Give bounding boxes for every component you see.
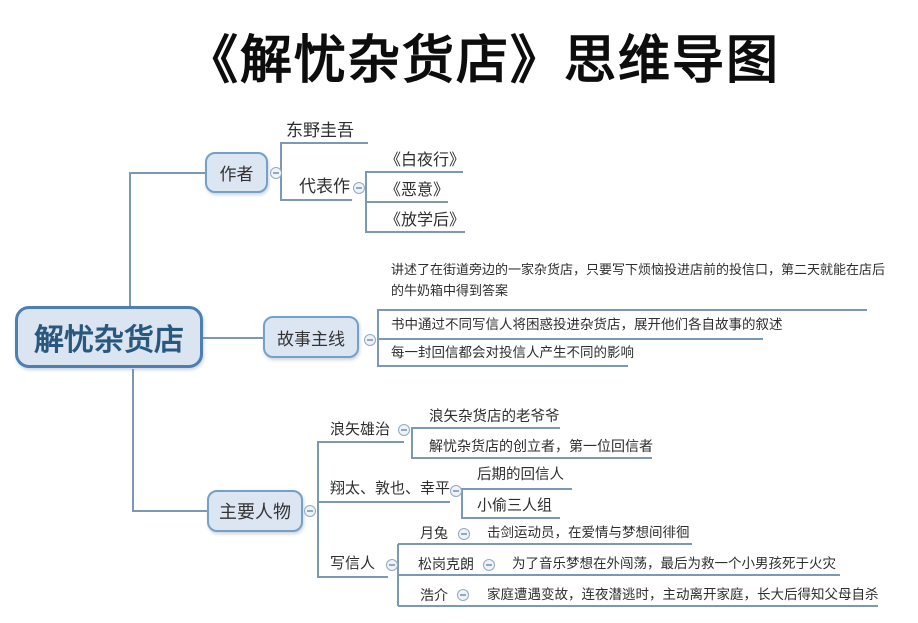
node-storyline-label: 故事主线 xyxy=(277,329,345,349)
node-storyline[interactable]: 故事主线 xyxy=(263,316,359,358)
node-work-3[interactable]: 《放学后》 xyxy=(385,212,466,229)
node-trio-point-2[interactable]: 小偷三人组 xyxy=(477,497,553,514)
node-storyline-point-1[interactable]: 讲述了在街道旁边的一家杂货店，只要写下烦恼投进店前的投信口，第二天就能在店后的牛… xyxy=(391,262,886,299)
collapse-icon-writer-3[interactable] xyxy=(457,589,469,601)
node-root-label: 解忧杂货店 xyxy=(34,324,184,357)
connector-trio-children xyxy=(461,488,572,519)
node-work-1[interactable]: 《白夜行》 xyxy=(385,152,466,169)
node-trio-name[interactable]: 翔太、敦也、幸平 xyxy=(330,480,451,497)
collapse-icon-storyline[interactable] xyxy=(364,334,376,346)
node-root[interactable]: 解忧杂货店 xyxy=(15,306,203,368)
collapse-icon-writers[interactable] xyxy=(386,559,398,571)
collapse-icon-namiya[interactable] xyxy=(398,424,410,436)
collapse-icon-trio[interactable] xyxy=(450,485,462,497)
node-writer-1-name[interactable]: 月兔 xyxy=(420,525,448,541)
node-writer-3-desc[interactable]: 家庭遭遇变故，连夜潜逃时，主动离开家庭，长大后得知父母自杀 xyxy=(487,587,879,602)
connector-root-author xyxy=(129,172,205,307)
connector-characters-spine xyxy=(317,441,404,578)
node-characters-label: 主要人物 xyxy=(219,502,291,522)
node-work-2[interactable]: 《恶意》 xyxy=(385,182,450,199)
collapse-icon-writer-1[interactable] xyxy=(458,528,470,540)
node-namiya-point-1[interactable]: 浪矢杂货店的老爷爷 xyxy=(429,409,560,425)
collapse-icon-characters[interactable] xyxy=(304,505,316,517)
collapse-icon-writer-2[interactable] xyxy=(483,559,495,571)
node-works-label[interactable]: 代表作 xyxy=(299,177,350,196)
node-writer-2-name[interactable]: 松岗克朗 xyxy=(418,556,474,572)
connector-root-characters xyxy=(132,369,207,512)
node-trio-point-1[interactable]: 后期的回信人 xyxy=(477,467,564,483)
node-storyline-point-2[interactable]: 书中通过不同写信人将困惑投进杂货店，展开他们各自故事的叙述 xyxy=(391,317,783,332)
collapse-icon-author[interactable] xyxy=(270,167,282,179)
connector-namiya-children xyxy=(411,427,652,459)
node-author-name[interactable]: 东野圭吾 xyxy=(286,121,354,140)
node-author-label: 作者 xyxy=(219,165,254,184)
node-author[interactable]: 作者 xyxy=(205,152,268,193)
node-storyline-point-3[interactable]: 每一封回信都会对投信人产生不同的影响 xyxy=(391,345,634,360)
node-writer-2-desc[interactable]: 为了音乐梦想在外闯荡，最后为救一个小男孩死于火灾 xyxy=(512,556,836,571)
node-namiya-point-2[interactable]: 解忧杂货店的创立者，第一位回信者 xyxy=(429,438,653,454)
node-characters[interactable]: 主要人物 xyxy=(207,490,303,532)
node-writer-3-name[interactable]: 浩介 xyxy=(420,587,448,603)
node-writer-1-desc[interactable]: 击剑运动员，在爱情与梦想间徘徊 xyxy=(487,525,690,540)
node-namiya-name[interactable]: 浪矢雄治 xyxy=(330,421,391,438)
node-writers-label[interactable]: 写信人 xyxy=(330,555,376,572)
collapse-icon-works[interactable] xyxy=(353,182,365,194)
page-title: 《解忧杂货店》思维导图 xyxy=(185,32,780,90)
